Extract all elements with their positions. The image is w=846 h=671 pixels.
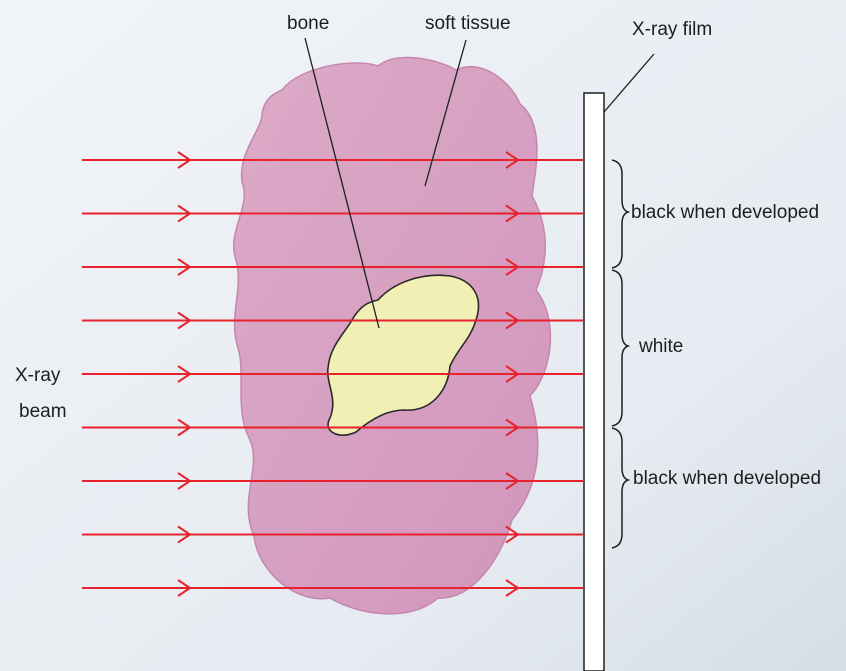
xray-film-label: X-ray film [632, 20, 712, 39]
xray-beam-label-line1: X-ray [15, 366, 60, 385]
black-when-developed-top-label: black when developed [631, 203, 819, 222]
soft-tissue-label: soft tissue [425, 14, 511, 33]
xray-beam-label-line2: beam [19, 402, 67, 421]
bone-label: bone [287, 14, 329, 33]
white-label: white [639, 337, 683, 356]
black-when-developed-bottom-label: black when developed [633, 469, 821, 488]
xray-film [584, 93, 604, 671]
